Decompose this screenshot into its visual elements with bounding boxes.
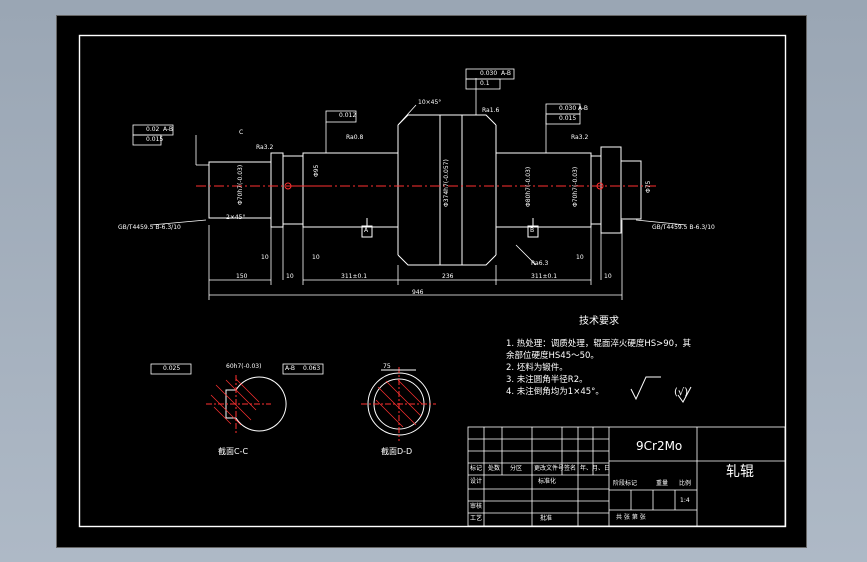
- dim-10d: 10: [576, 254, 584, 261]
- tech-req-item-4: 3. 未注圆角半径R2。: [506, 375, 588, 385]
- section-dd-label: 截面D-D: [381, 447, 413, 456]
- center-hole-left: GB/T4459.5 B-6.3/10: [118, 224, 181, 231]
- fcf-right-1-ref: A-B: [578, 105, 589, 112]
- dia-right: Φ70h7(-0.03): [572, 166, 579, 207]
- tb-row-label-5: 年、月、日: [580, 465, 611, 472]
- tb-approve: 批准: [540, 515, 553, 522]
- fcf-left-2: 0.015: [146, 136, 164, 143]
- cc-tol-left: 0.025: [163, 365, 181, 372]
- tb-row-label-1: 处数: [488, 465, 501, 472]
- dim-236: 236: [442, 273, 454, 280]
- dim-311-left: 311±0.1: [341, 273, 368, 280]
- fcf-top-mid-1-ref: A-B: [501, 70, 512, 77]
- tb-stage-label: 阶段标记: [613, 480, 638, 487]
- leaders: [150, 78, 687, 266]
- dim-10a: 10: [261, 254, 269, 261]
- dim-150: 150: [236, 273, 248, 280]
- fcf-right-1: 0.030: [559, 105, 577, 112]
- fcf-right-2: 0.015: [559, 115, 577, 122]
- dim-311-right: 311±0.1: [531, 273, 558, 280]
- datum-b: B: [530, 227, 535, 234]
- section-c-mark: C: [239, 129, 244, 136]
- dim-10e: 10: [604, 273, 612, 280]
- tech-req-item-1: 1. 热处理：调质处理，辊面淬火硬度HS>90，其: [506, 339, 692, 349]
- tb-standardize: 标准化: [538, 478, 557, 485]
- tb-row-label-2: 分区: [510, 465, 523, 472]
- fcf-left-1-ref: A-B: [163, 126, 174, 133]
- title-block: [467, 426, 786, 527]
- tech-req-item-3: 2. 坯料为锻件。: [506, 363, 568, 373]
- dia-mid-right: Φ80h7(-0.03): [525, 166, 532, 207]
- dd-dim: 75: [383, 363, 391, 370]
- dia-end-right: Φ75: [645, 180, 652, 193]
- tb-design: 设计: [470, 478, 483, 485]
- datum-a: A: [364, 227, 369, 234]
- roughness-symbol: [630, 376, 692, 403]
- tb-process: 工艺: [470, 515, 483, 522]
- tb-row-label-3: 更改文件号: [534, 465, 565, 472]
- dia-mid-left: Φ95: [313, 164, 320, 177]
- fcf-top-mid-2: 0.1: [480, 80, 490, 87]
- ra-3: Ra6.3: [531, 260, 549, 267]
- tb-review: 审核: [470, 503, 483, 510]
- cc-tol-right: 0.063: [303, 365, 321, 372]
- center-holes: [284, 182, 604, 190]
- roughness-note: (√): [674, 387, 689, 398]
- cad-drawing: [56, 15, 807, 548]
- shaft-outline: [208, 114, 642, 266]
- fcf-top-mid-1: 0.030: [480, 70, 498, 77]
- center-hole-right: GB/T4459.5 B-6.3/10: [652, 224, 715, 231]
- tb-scale-label: 比例: [679, 480, 692, 487]
- section-dd: [361, 367, 436, 441]
- dia-left: Φ70h7(-0.03): [237, 164, 244, 205]
- tech-req-item-2: 余部位硬度HS45～50。: [506, 351, 599, 361]
- drawing-sheet: 技术要求 1. 热处理：调质处理，辊面淬火硬度HS>90，其 余部位硬度HS45…: [56, 15, 807, 548]
- chamfer2-callout: 2×45°: [226, 214, 246, 221]
- dim-10c: 10: [312, 254, 320, 261]
- section-cc-label: 截面C-C: [218, 447, 249, 456]
- ra-4: Ra0.8: [346, 134, 364, 141]
- section-cc: [206, 375, 287, 435]
- cc-tol-ref: A-B: [285, 365, 296, 372]
- tech-req-title: 技术要求: [579, 316, 619, 327]
- fcf-mid-left: 0.012: [339, 112, 357, 119]
- ra-5: Ra3.2: [571, 134, 589, 141]
- ra-2: Ra3.2: [256, 144, 274, 151]
- tb-row-label-0: 标记: [470, 465, 483, 472]
- fcf-frames: [132, 68, 581, 375]
- part-name: 轧辊: [726, 464, 754, 480]
- tb-weight-label: 重量: [656, 480, 669, 487]
- cc-dim: 60h7(-0.03): [226, 363, 262, 370]
- ra-1: Ra1.6: [482, 107, 500, 114]
- chamfer-callout: 10×45°: [418, 99, 442, 106]
- drawing-frame: [56, 15, 807, 548]
- dim-overall: 946: [412, 289, 424, 296]
- dimension-lines: [208, 220, 623, 300]
- material-label: 9Cr2Mo: [636, 439, 683, 453]
- datum-boxes: [361, 218, 539, 238]
- dim-10b: 10: [286, 273, 294, 280]
- tb-row-label-4: 签名: [564, 465, 577, 472]
- tb-sheet-label: 共 张 第 张: [616, 514, 646, 521]
- tb-scale-value: 1:4: [680, 497, 690, 504]
- tech-req-item-5: 4. 未注倒角均为1×45°。: [506, 387, 604, 397]
- dia-roll: Φ374h7(-0.057): [443, 159, 450, 207]
- fcf-left-1: 0.02: [146, 126, 160, 133]
